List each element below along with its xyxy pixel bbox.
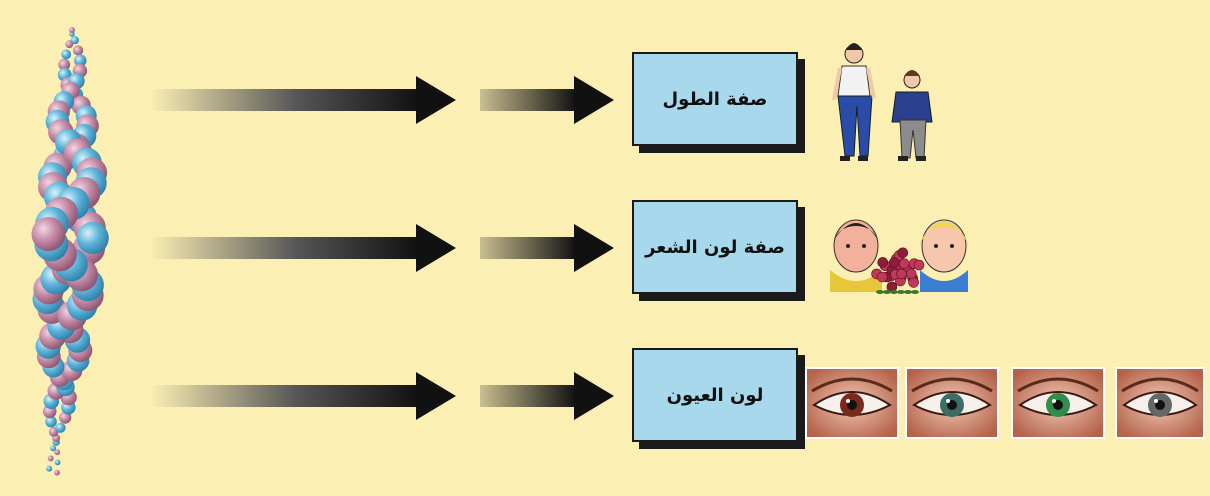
dna-bead [74,54,87,67]
dna-bead [45,415,57,428]
dna-bead [58,58,71,71]
dna-bead [76,221,109,255]
dna-bead [31,217,66,251]
dna-bead [50,445,57,452]
pupil [1053,400,1063,410]
eye-photo-4 [1115,367,1205,439]
leaf [911,290,919,294]
arrow-short-shaft [480,89,576,111]
eye-color-photos [805,367,1205,439]
arrows-layer [150,76,614,420]
flower [905,268,917,280]
leaf [890,290,898,294]
trait-box-height: صفة الطول [632,52,798,146]
arrow-long-shaft [150,89,418,111]
eyebrow [1121,377,1199,393]
flower [888,257,900,268]
arrow-short-head [574,224,614,272]
flower [908,277,919,288]
height-people-icon [832,43,933,161]
arrow-long-head [416,372,456,420]
pupil [847,400,857,410]
arrow-short-shaft [480,385,576,407]
dna-bead [61,49,72,60]
dna-bead [69,27,75,33]
dna-bead [73,45,84,56]
arrow-long-shaft [150,237,418,259]
leaf [883,290,891,294]
trait-label-hair-color: صفة لون الشعر [645,236,785,258]
arrow-row-3 [150,372,614,420]
flower [897,247,909,259]
eyebrow [1017,377,1099,393]
dna-bead [54,469,60,476]
eyebrow [811,377,893,393]
trait-box-hair-color: صفة لون الشعر [632,200,798,294]
dna-bead [46,465,53,472]
hair-color-couple-icon [830,219,968,294]
leaf [904,290,912,294]
flower [876,271,888,283]
flower [877,257,889,268]
arrow-short-head [574,76,614,124]
trait-label-height: صفة الطول [662,88,768,110]
leaf [897,290,905,294]
dna-bead [65,40,74,49]
flower [913,259,925,271]
arrow-row-1 [150,76,614,124]
trait-box-eye-color: لون العيون [632,348,798,442]
dna-bead [55,422,66,433]
flower [896,268,907,280]
pupil [947,400,957,410]
eyebrow [911,377,993,393]
leaf [876,290,884,294]
dna-strand-illustration [31,27,109,476]
pupil [1155,400,1165,410]
dna-bead [54,449,61,456]
arrow-long-shaft [150,385,418,407]
eye-photo-2 [905,367,999,439]
dna-bead [70,36,79,45]
arrow-short-head [574,372,614,420]
dna-bead [47,455,54,462]
eye-photo-1 [805,367,899,439]
arrow-row-2 [150,224,614,272]
flower [898,258,910,270]
trait-label-eye-color: لون العيون [666,384,764,406]
arrow-long-head [416,224,456,272]
eye-photo-3 [1011,367,1105,439]
dna-bead [54,459,61,466]
arrow-long-head [416,76,456,124]
arrow-short-shaft [480,237,576,259]
